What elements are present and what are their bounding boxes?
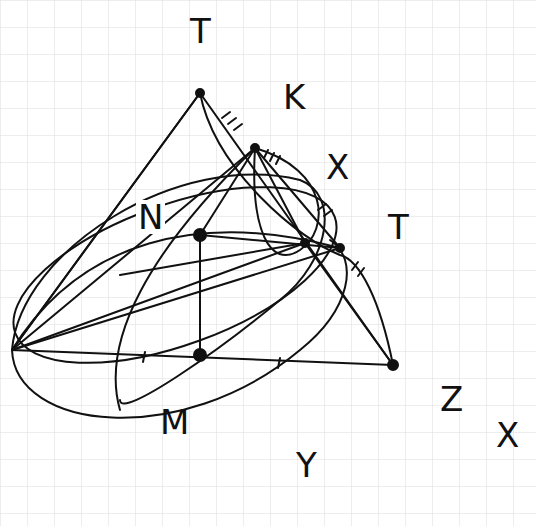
point-label: X xyxy=(496,418,519,452)
point-label: M xyxy=(160,405,189,439)
point-label: X xyxy=(326,150,349,184)
point-label: Z xyxy=(440,382,463,416)
point-label: T xyxy=(388,210,409,244)
point-label: T xyxy=(190,14,211,48)
point-label: K xyxy=(283,80,305,114)
point-label: Y xyxy=(296,448,317,482)
point-label: N xyxy=(136,200,165,234)
